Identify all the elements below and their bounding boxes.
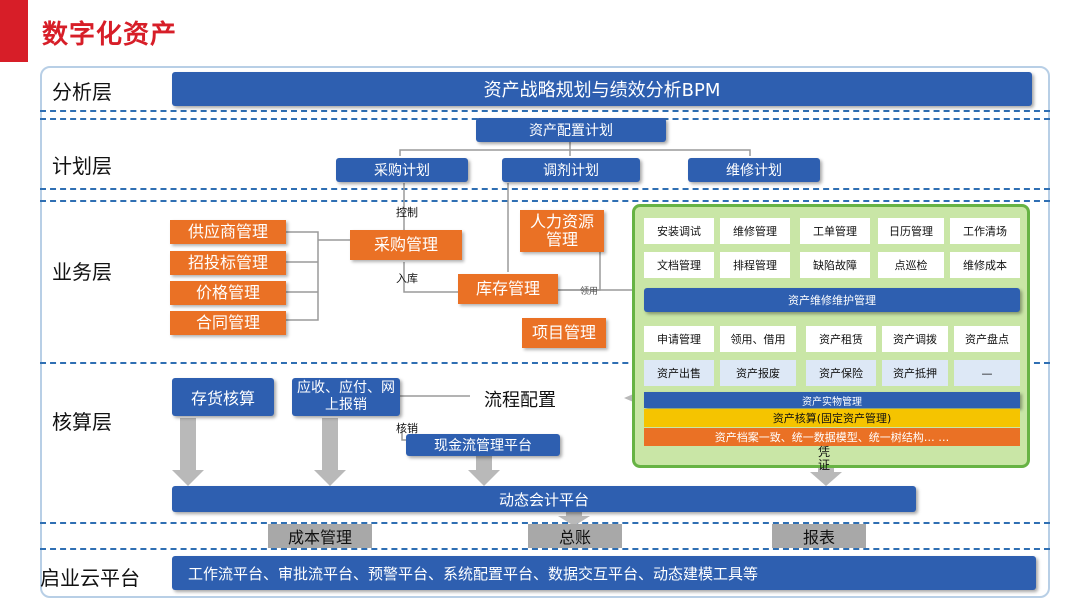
cell-lease: 资产租赁 — [806, 326, 876, 352]
cell-cleanup: 工作清场 — [950, 218, 1020, 244]
purchase-plan: 采购计划 — [336, 158, 468, 182]
flow-config-label: 流程配置 — [484, 390, 556, 411]
cell-scrap: 资产报废 — [720, 360, 796, 386]
cell-repair: 维修管理 — [720, 218, 790, 244]
archive-bar: 资产档案一致、统一数据模型、统一树结构… … — [644, 428, 1020, 446]
layer-label-business: 业务层 — [52, 260, 112, 284]
layer-divider — [40, 110, 1050, 112]
reports: 报表 — [772, 524, 866, 548]
purchase-mgmt: 采购管理 — [350, 230, 462, 260]
cell-repair-cost: 维修成本 — [950, 252, 1020, 278]
cell-apply: 申请管理 — [644, 326, 714, 352]
bpm-bar: 资产战略规划与绩效分析BPM — [172, 72, 1032, 106]
inbound-label: 入库 — [396, 272, 418, 285]
inventory-mgmt: 库存管理 — [458, 274, 558, 304]
cell-defect: 缺陷故障 — [800, 252, 870, 278]
title-accent-bar — [0, 0, 28, 62]
physical-bar: 资产实物管理 — [644, 392, 1020, 408]
cell-mortgage: 资产抵押 — [882, 360, 948, 386]
cell-calendar: 日历管理 — [878, 218, 944, 244]
layer-divider — [40, 362, 1050, 364]
hr-mgmt: 人力资源管理 — [520, 210, 604, 252]
dynamic-accounting-platform: 动态会计平台 — [172, 486, 916, 512]
supplier-mgmt: 供应商管理 — [170, 220, 286, 244]
layer-label-cloud: 启业云平台 — [40, 566, 140, 590]
cell-empty: — — [954, 360, 1020, 386]
maintenance-bar: 资产维修维护管理 — [644, 288, 1020, 312]
cloud-platforms-bar: 工作流平台、审批流平台、预警平台、系统配置平台、数据交互平台、动态建模工具等 — [172, 556, 1036, 590]
cell-schedule: 排程管理 — [720, 252, 790, 278]
writeoff-label: 核销 — [396, 422, 418, 435]
cell-docs: 文档管理 — [644, 252, 714, 278]
layer-label-analysis: 分析层 — [52, 80, 112, 104]
control-label: 控制 — [396, 206, 418, 219]
inventory-accounting: 存货核算 — [172, 378, 274, 416]
voucher-label: 凭证 — [818, 445, 831, 472]
adjust-plan: 调剂计划 — [502, 158, 640, 182]
layer-divider — [40, 200, 1050, 202]
project-mgmt: 项目管理 — [522, 318, 606, 348]
cell-sale: 资产出售 — [644, 360, 714, 386]
cell-borrow: 领用、借用 — [720, 326, 796, 352]
architecture-frame — [40, 66, 1050, 598]
layer-divider — [40, 188, 1050, 190]
cell-install: 安装调试 — [644, 218, 714, 244]
ar-ap-reimburse: 应收、应付、网上报销 — [292, 378, 400, 416]
general-ledger: 总账 — [528, 524, 622, 548]
asset-config-plan: 资产配置计划 — [476, 118, 666, 142]
cost-mgmt: 成本管理 — [268, 524, 372, 548]
cell-transfer: 资产调拨 — [882, 326, 948, 352]
contract-mgmt: 合同管理 — [170, 311, 286, 335]
cell-workorder: 工单管理 — [800, 218, 870, 244]
price-mgmt: 价格管理 — [170, 281, 286, 305]
layer-label-accounting: 核算层 — [52, 410, 112, 434]
cell-stocktake: 资产盘点 — [954, 326, 1020, 352]
page-title: 数字化资产 — [42, 20, 178, 50]
repair-plan: 维修计划 — [688, 158, 820, 182]
layer-label-plan: 计划层 — [52, 154, 112, 178]
layer-divider — [40, 548, 1050, 550]
cash-flow-platform: 现金流管理平台 — [406, 434, 560, 456]
cell-inspection: 点巡检 — [878, 252, 944, 278]
layer-divider — [40, 522, 1050, 524]
cell-insurance: 资产保险 — [806, 360, 876, 386]
bidding-mgmt: 招投标管理 — [170, 251, 286, 275]
accounting-bar: 资产核算(固定资产管理) — [644, 409, 1020, 427]
side-label: 领用 — [580, 287, 599, 297]
